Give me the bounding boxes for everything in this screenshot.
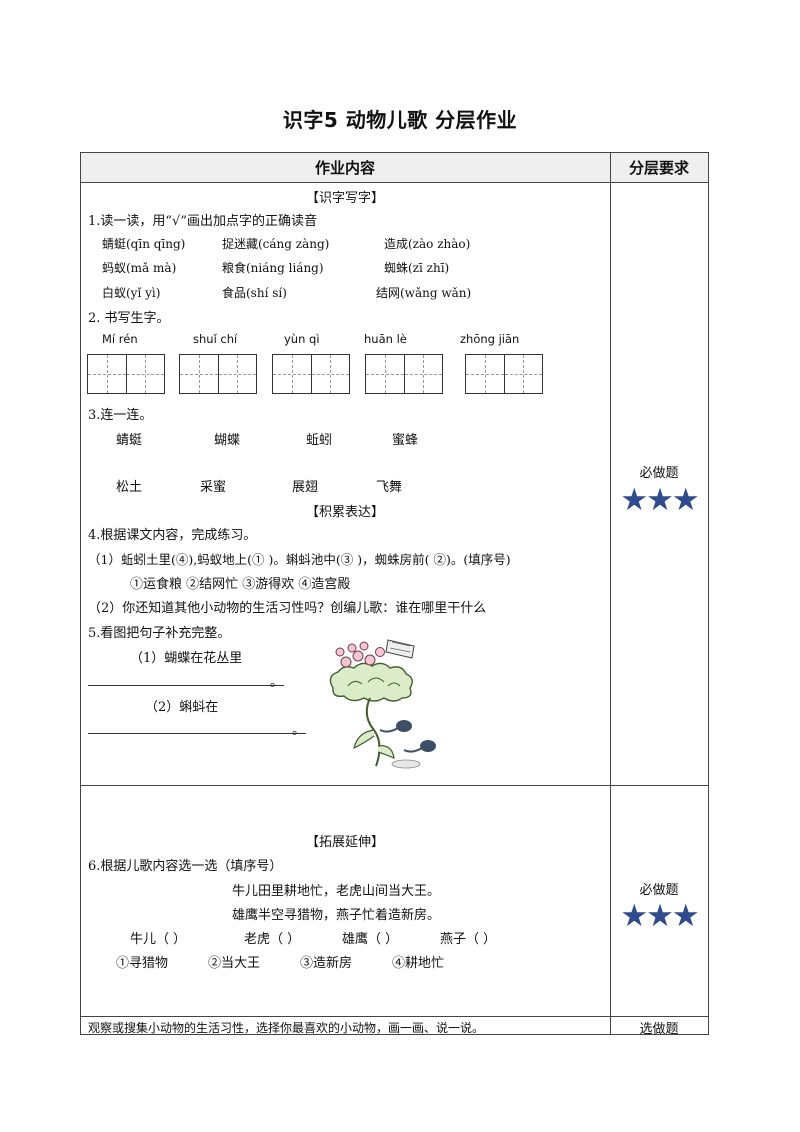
q3-top-word: 蜻蜓 [116, 433, 143, 448]
q3-top-word: 蚯蚓 [306, 433, 333, 448]
q6-prompt: 6.根据儿歌内容选一选（填序号） [88, 859, 283, 874]
writing-grid[interactable] [272, 354, 350, 394]
q6-option: ③造新房 [300, 956, 353, 971]
q2-pinyin: shuǐ chí [193, 332, 238, 346]
table-border-bottom [80, 1034, 709, 1035]
q2-pinyin: huān lè [364, 332, 407, 346]
q1-item: 蜻蜓(qīn qīng) [102, 237, 186, 251]
writing-grid[interactable] [365, 354, 443, 394]
answer-line[interactable] [88, 733, 306, 734]
q5-sentence-2: （2）蝌蚪在 [145, 700, 219, 715]
q1-item: 蚂蚁(mǎ mà) [102, 261, 177, 275]
table-row-divider-2 [80, 1016, 709, 1017]
writing-grid[interactable] [179, 354, 257, 394]
table-header-divider [80, 182, 709, 183]
writing-grid[interactable] [87, 354, 165, 394]
level-label-required: 必做题 [639, 883, 679, 898]
q1-item: 结网(wǎng wǎn) [376, 286, 472, 300]
table-row-divider-1 [80, 785, 709, 786]
header-level: 分层要求 [628, 159, 689, 177]
q6-poem-line-1: 牛儿田里耕地忙，老虎山间当大王。 [232, 884, 441, 899]
q6-poem-line-2: 雄鹰半空寻猎物，燕子忙着造新房。 [232, 908, 441, 923]
q6-blank[interactable]: 老虎（ ） [244, 932, 301, 947]
three-stars-icon: ★★★ [620, 482, 699, 518]
q4-options: ①运食粮 ②结网忙 ③游得欢 ④造宫殿 [130, 577, 351, 592]
q6-blank[interactable]: 雄鹰（ ） [342, 932, 399, 947]
q3-top-word: 蜜蜂 [392, 433, 419, 448]
q3-top-word: 蝴蝶 [214, 433, 241, 448]
q3-bottom-word: 松土 [116, 480, 143, 495]
q5-prompt: 5.看图把句子补充完整。 [88, 626, 231, 641]
q1-item: 蜘蛛(zī zhī) [384, 261, 450, 275]
q3-bottom-word: 采蜜 [200, 480, 227, 495]
q1-item: 粮食(niáng liáng) [222, 261, 324, 275]
q3-bottom-word: 展翅 [292, 480, 319, 495]
q6-option: ②当大王 [208, 956, 261, 971]
table-border-right [708, 152, 709, 1035]
q2-pinyin: Mí rén [102, 332, 138, 346]
writing-grid[interactable] [465, 354, 543, 394]
q3-bottom-word: 飞舞 [376, 480, 403, 495]
q1-item: 白蚁(yǐ yì) [102, 286, 161, 300]
q1-item: 造成(zào zhào) [384, 237, 471, 251]
q6-option: ①寻猎物 [116, 956, 169, 971]
q6-blank[interactable]: 燕子（ ） [440, 932, 497, 947]
section-heading-accumulation: 【积累表达】 [305, 505, 384, 520]
table-header-bg [80, 152, 709, 182]
answer-line[interactable] [88, 685, 284, 686]
q4-prompt: 4.根据课文内容，完成练习。 [88, 528, 257, 543]
q6-option: ④耕地忙 [392, 956, 445, 971]
optional-task-text: 观察或搜集小动物的生活习性，选择你最喜欢的小动物，画一画、说一说。 [88, 1021, 485, 1035]
level-label-required: 必做题 [639, 466, 679, 481]
answer-period: 。 [270, 675, 284, 690]
section-heading-literacy: 【识字写字】 [305, 191, 384, 206]
page-title: 识字5 动物儿歌 分层作业 [282, 108, 518, 132]
q3-prompt: 3.连一连。 [88, 408, 153, 423]
q4-line1: （1）蚯蚓土里(④),蚂蚁地上(① )。蝌蚪池中(③ )，蜘蛛房前( ②)。(填… [88, 552, 511, 567]
level-label-optional: 选做题 [639, 1022, 679, 1037]
q1-item: 食品(shí sí) [222, 286, 287, 300]
q5-sentence-1: （1）蝴蝶在花丛里 [130, 651, 243, 666]
q6-blank[interactable]: 牛儿（ ） [130, 932, 187, 947]
table-border-top [80, 152, 709, 153]
q4-line2: （2）你还知道其他小动物的生活习性吗？创编儿歌：谁在哪里干什么 [88, 601, 487, 616]
section-heading-extension: 【拓展延伸】 [305, 835, 384, 850]
answer-period: 。 [292, 723, 306, 738]
three-stars-icon: ★★★ [620, 898, 699, 934]
q1-item: 捉迷藏(cáng zàng) [222, 237, 330, 251]
table-border-left [80, 152, 81, 1035]
flowers-tadpoles-illustration [329, 639, 436, 769]
q2-pinyin: zhōng jiān [460, 332, 520, 346]
q2-pinyin: yùn qì [284, 332, 320, 346]
header-content: 作业内容 [314, 159, 375, 177]
q2-prompt: 2. 书写生字。 [88, 311, 170, 326]
table-column-divider [610, 152, 611, 1035]
q1-prompt: 1.读一读，用“√”画出加点字的正确读音 [88, 214, 317, 229]
